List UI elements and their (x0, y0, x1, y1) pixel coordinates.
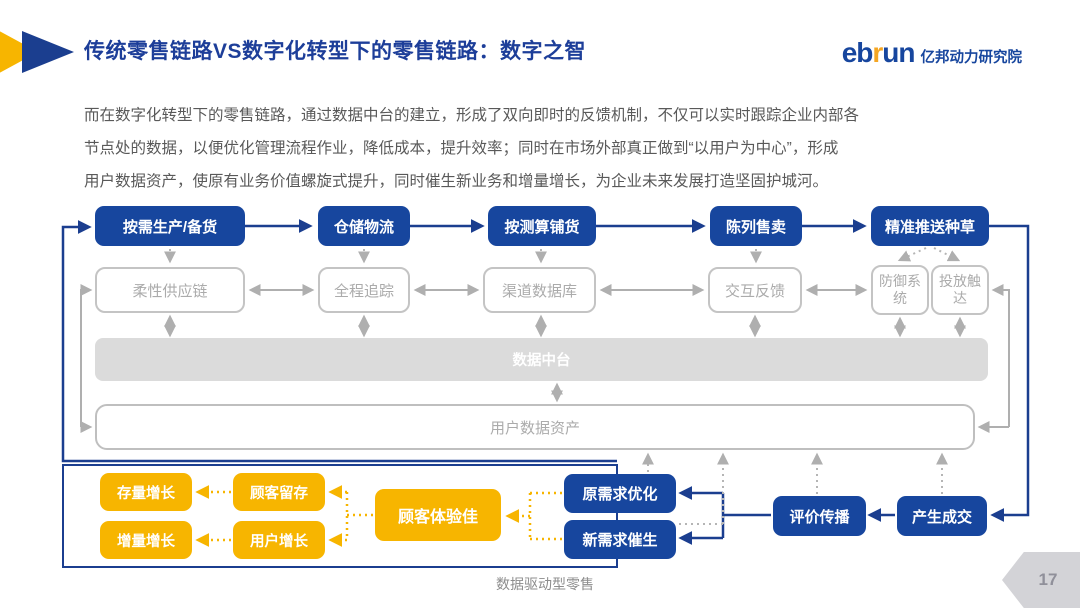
flow-step-warehouse: 仓储物流 (318, 206, 410, 246)
growth-incremental: 增量增长 (100, 521, 192, 559)
cap-flexible-supply-chain: 柔性供应链 (95, 267, 245, 313)
flow-step-produce: 按需生产/备货 (95, 206, 245, 246)
chevron-icon (22, 31, 74, 73)
demand-new: 新需求催生 (564, 520, 676, 559)
growth-customer-experience: 顾客体验佳 (375, 489, 501, 541)
review-spread: 评价传播 (773, 496, 866, 536)
cap-interactive-feedback: 交互反馈 (708, 267, 802, 313)
flow-step-display-sell: 陈列售卖 (710, 206, 802, 246)
data-driven-retail-frame (62, 464, 618, 568)
growth-customer-retention: 顾客留存 (233, 473, 325, 511)
intro-line: 用户数据资产，使原有业务价值螺旋式提升，同时催生新业务和增量增长，为企业未来发展… (84, 173, 829, 190)
page-number-badge: 17 (1002, 552, 1080, 608)
flow-step-precise-push: 精准推送种草 (871, 206, 989, 246)
cap-channel-database: 渠道数据库 (483, 267, 596, 313)
intro-paragraph: 而在数字化转型下的零售链路，通过数据中台的建立，形成了双向即时的反馈机制，不仅可… (84, 99, 1004, 198)
page-number: 17 (1038, 570, 1058, 589)
page-title: 传统零售链路VS数字化转型下的零售链路：数字之智 (84, 40, 587, 63)
diagram-caption: 数据驱动型零售 (496, 576, 594, 592)
cap-full-tracking: 全程追踪 (318, 267, 410, 313)
deal-close: 产生成交 (897, 496, 987, 536)
cap-defense-system: 防御系统 (871, 265, 929, 315)
logo-org-name: 亿邦动力研究院 (920, 49, 1023, 66)
intro-line: 而在数字化转型下的零售链路，通过数据中台的建立，形成了双向即时的反馈机制，不仅可… (84, 107, 860, 124)
ebrun-logo: ebrun 亿邦动力研究院 (842, 39, 1022, 67)
demand-optimize: 原需求优化 (564, 474, 676, 513)
growth-user-growth: 用户增长 (233, 521, 325, 559)
data-platform-band: 数据中台 (95, 338, 988, 381)
flow-step-distribute: 按测算铺货 (488, 206, 596, 246)
cap-ad-reach: 投放触达 (931, 265, 989, 315)
logo-wordmark: ebrun (841, 37, 916, 68)
intro-line: 节点处的数据，以便优化管理流程作业，降低成本，提升效率；同时在市场外部真正做到“… (84, 140, 839, 157)
user-data-assets-box: 用户数据资产 (95, 404, 975, 450)
growth-retained: 存量增长 (100, 473, 192, 511)
